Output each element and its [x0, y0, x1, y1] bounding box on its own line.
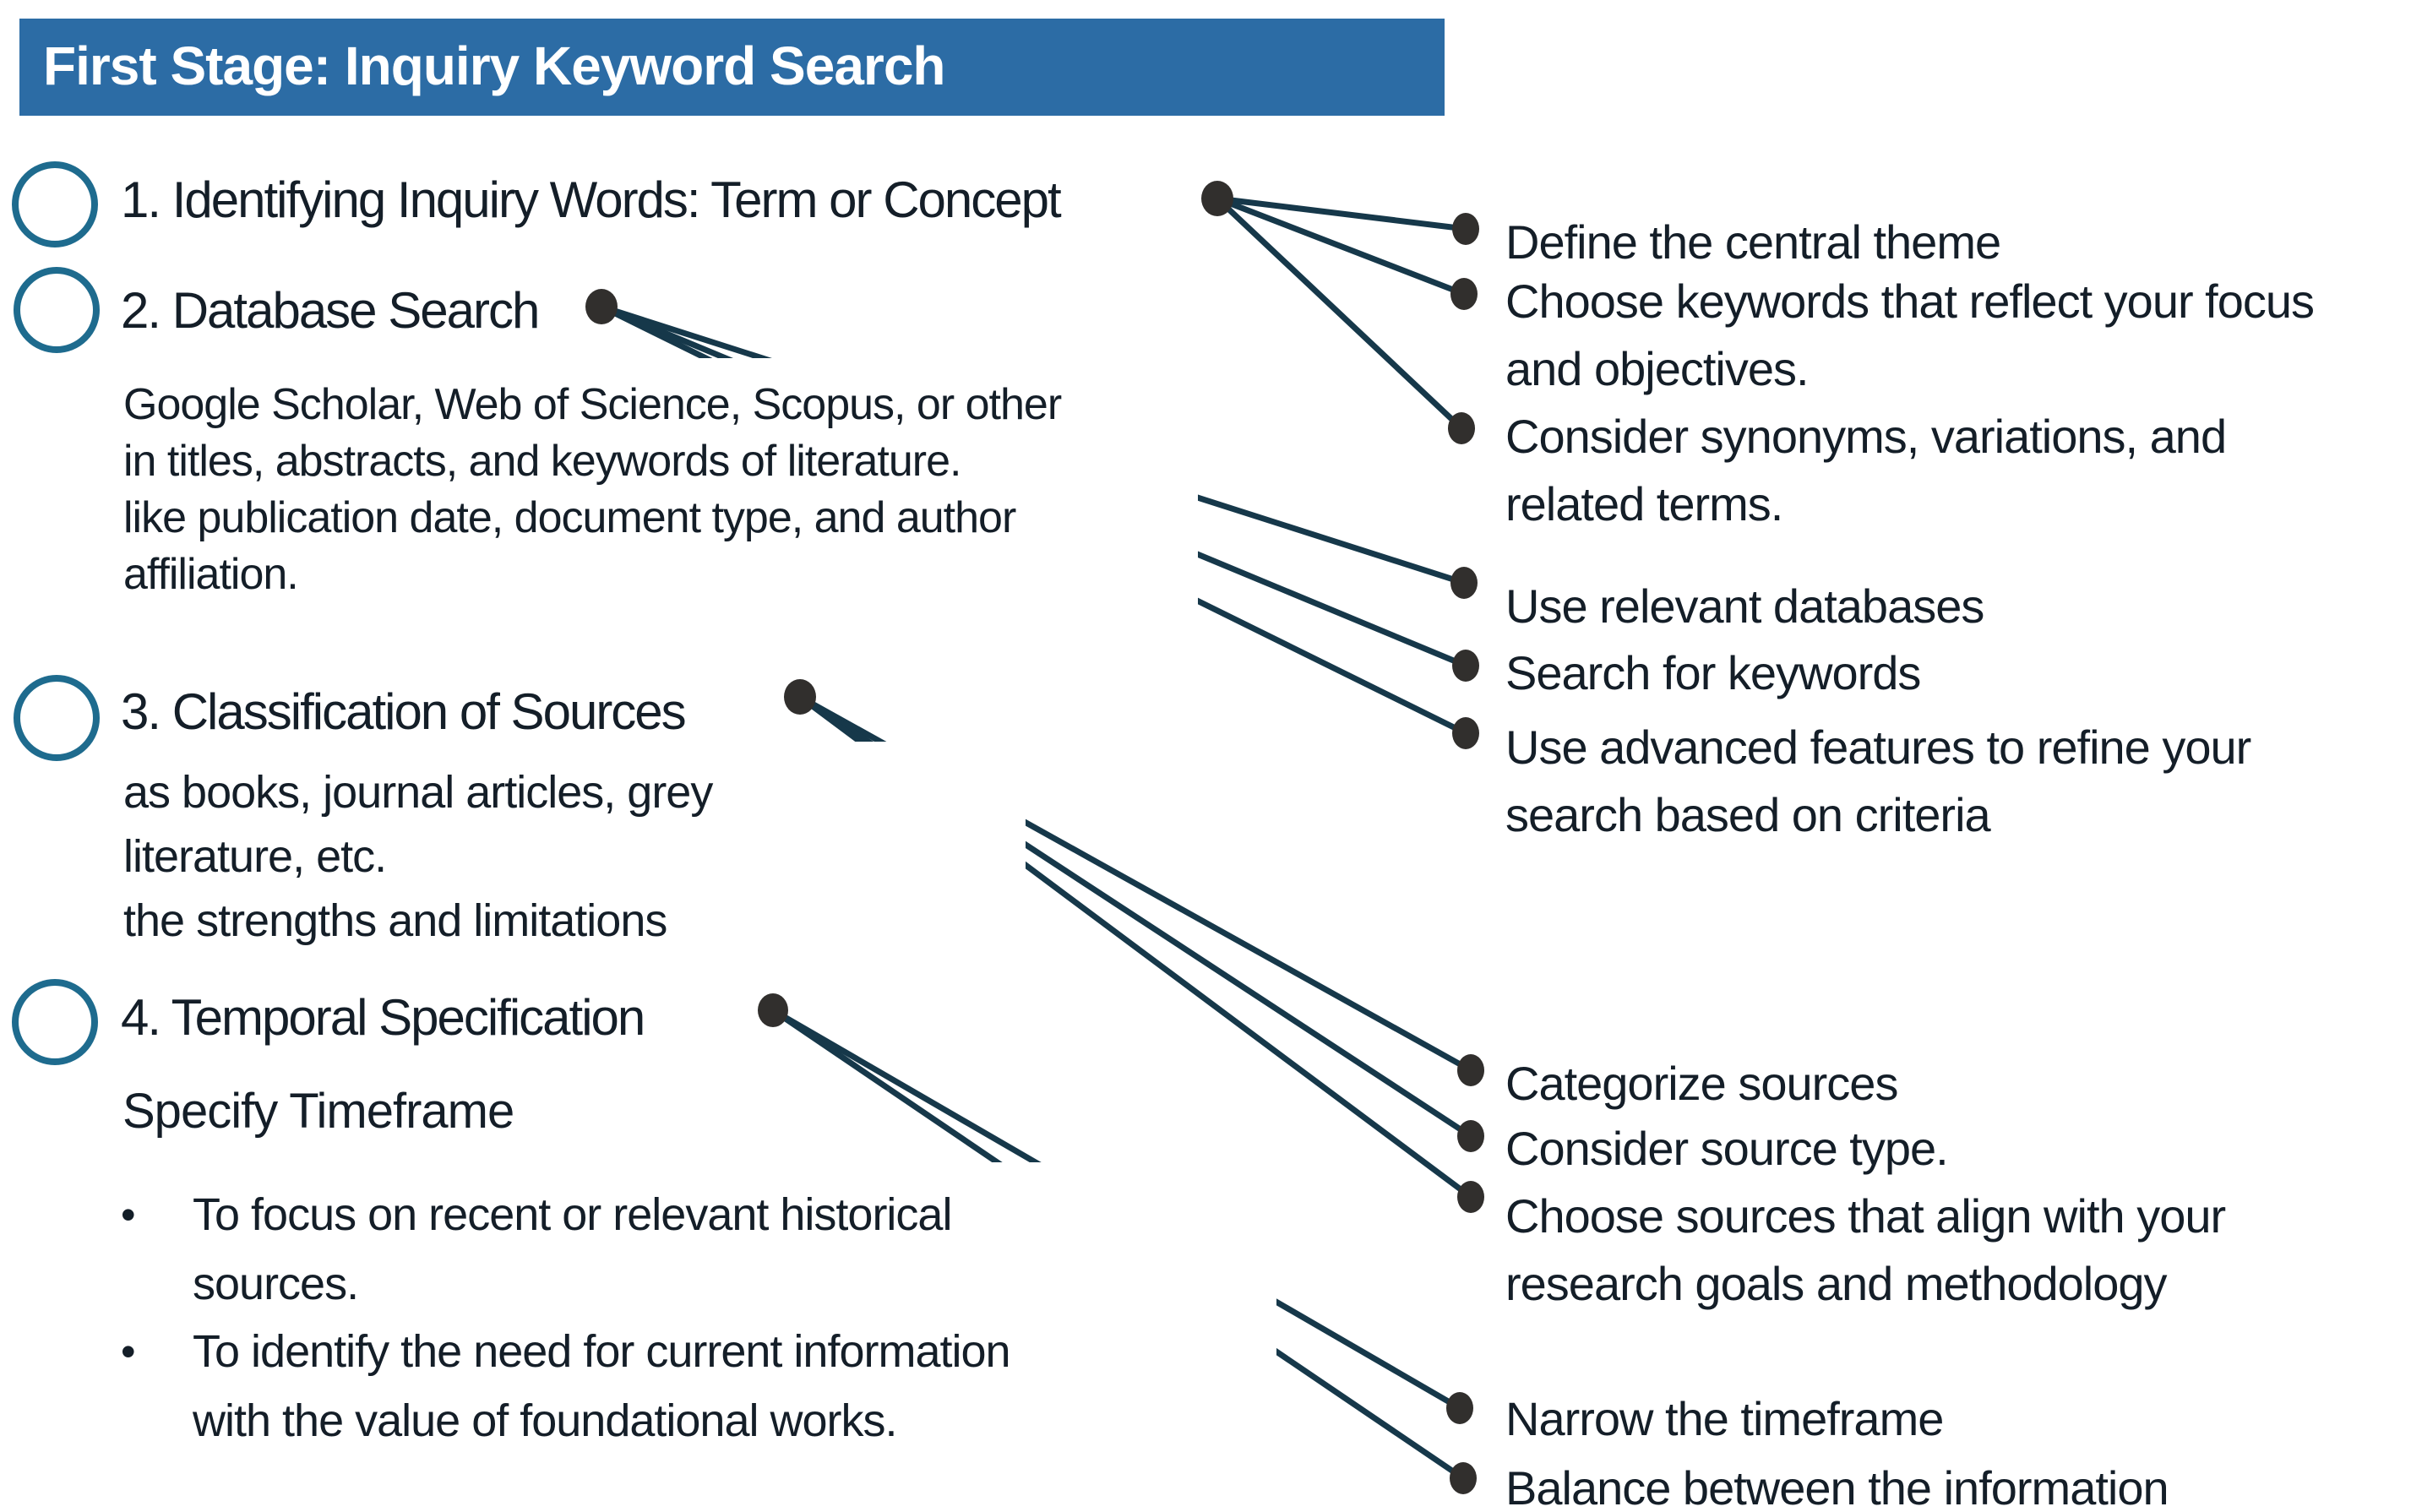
- bullet-dot: [1457, 1120, 1484, 1152]
- callout-line: Categorize sources: [1505, 1057, 1898, 1110]
- callout-text: Consider source type.: [1505, 1115, 1949, 1183]
- connector-line: [1215, 196, 1464, 431]
- callout-line: Define the central theme: [1505, 215, 2001, 269]
- note-line: literature, etc.: [123, 831, 387, 882]
- bullet-dot: [1450, 278, 1478, 310]
- bullet-dot: [1452, 650, 1479, 682]
- stage-4-bullet-list: • To focus on recent or relevant histori…: [63, 1162, 1276, 1485]
- stage-1-title: 1. Identifying Inquiry Words: Term or Co…: [121, 171, 1062, 228]
- callout-line: Narrow the timeframe: [1505, 1392, 1944, 1445]
- callout-line: Search for keywords: [1505, 646, 1921, 699]
- bullet-dot: [1450, 1462, 1477, 1494]
- callout-line: related terms.: [1505, 477, 1783, 530]
- callout-text: Use relevant databases: [1505, 573, 1984, 640]
- bullet-dot: [1450, 567, 1478, 599]
- bullet-marker: •: [121, 1328, 135, 1375]
- node-dot: [1201, 181, 1233, 216]
- callout-line: Choose sources that align with your: [1505, 1189, 2226, 1243]
- stage-circle: [12, 979, 98, 1065]
- callout-line: Consider synonyms, variations, and: [1505, 410, 2227, 463]
- callout-line: Balance between the information: [1505, 1461, 2169, 1512]
- specify-timeframe-label: Specify Timeframe: [122, 1084, 514, 1139]
- callout-line: Use relevant databases: [1505, 579, 1984, 633]
- callout-line: research goals and methodology: [1505, 1257, 2168, 1310]
- bullet-dot: [1446, 1392, 1473, 1424]
- bullet-dot: [1457, 1181, 1484, 1213]
- node-dot: [758, 993, 788, 1027]
- page-title: First Stage: Inquiry Keyword Search: [43, 35, 946, 96]
- bullet-dot: [1452, 213, 1479, 245]
- bullet-marker: •: [121, 1191, 135, 1238]
- callout-line: Use advanced features to refine your: [1505, 721, 2251, 774]
- node-dot: [784, 679, 816, 715]
- node-dot: [585, 289, 618, 324]
- list-item-line: To focus on recent or relevant historica…: [193, 1189, 952, 1240]
- callout-text: Choose keywords that reflect your focus …: [1505, 268, 2315, 403]
- stage-circle: [12, 161, 98, 247]
- note-line: affiliation.: [123, 550, 299, 599]
- stage-4-title: 4. Temporal Specification: [121, 989, 645, 1046]
- callout-text: Choose sources that align with your rese…: [1505, 1183, 2226, 1318]
- stage-2-title: 2. Database Search: [121, 282, 540, 339]
- list-item: • To identify the need for current infor…: [63, 1317, 1271, 1455]
- note-line: Google Scholar, Web of Science, Scopus, …: [123, 380, 1062, 429]
- note-line: as books, journal articles, grey: [123, 767, 713, 818]
- list-item-line: To identify the need for current informa…: [193, 1326, 1011, 1377]
- callout-line: Choose keywords that reflect your focus: [1505, 275, 2315, 328]
- note-line: in titles, abstracts, and keywords of li…: [123, 437, 961, 486]
- list-item: • To focus on recent or relevant histori…: [63, 1180, 1271, 1319]
- connector-line: [1216, 195, 1466, 297]
- bullet-dot: [1452, 717, 1479, 749]
- note-line: the strengths and limitations: [123, 895, 667, 946]
- callout-text: Search for keywords: [1505, 639, 1921, 707]
- stage-3-title: 3. Classification of Sources: [121, 683, 687, 740]
- list-item-line: with the value of foundational works.: [193, 1395, 898, 1446]
- bullet-dot: [1448, 412, 1475, 444]
- callout-text: Balance between the information: [1505, 1455, 2169, 1512]
- callout-text: Define the central theme: [1505, 209, 2001, 276]
- connector-line: [1216, 195, 1467, 232]
- stage-circle: [14, 675, 100, 761]
- callout-line: Consider source type.: [1505, 1122, 1949, 1175]
- callout-line: search based on criteria: [1505, 788, 1991, 841]
- header-bar: First Stage: Inquiry Keyword Search: [19, 19, 1445, 116]
- callout-text: Narrow the timeframe: [1505, 1385, 1944, 1453]
- callout-line: and objectives.: [1505, 342, 1810, 395]
- callout-text: Use advanced features to refine your sea…: [1505, 714, 2251, 849]
- note-line: like publication date, document type, an…: [123, 493, 1016, 542]
- callout-text: Categorize sources: [1505, 1050, 1898, 1118]
- callout-text: Consider synonyms, variations, and relat…: [1505, 403, 2227, 538]
- stage-circle: [14, 267, 100, 353]
- bullet-dot: [1457, 1054, 1484, 1086]
- stage-3-notes: as books, journal articles, grey literat…: [117, 742, 1026, 965]
- stage-2-notes: Google Scholar, Web of Science, Scopus, …: [117, 358, 1198, 613]
- list-item-line: sources.: [193, 1259, 359, 1309]
